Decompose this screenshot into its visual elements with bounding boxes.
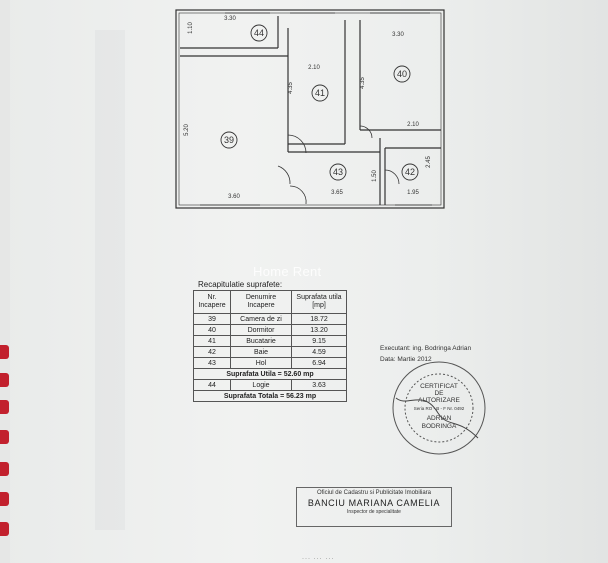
cell-name: Hol	[230, 357, 292, 369]
dim-label: 3.60	[228, 194, 240, 200]
totala-total: Suprafata Totala = 56.23 mp	[193, 390, 347, 402]
cell-nr: 40	[193, 324, 231, 336]
office-line: Inspector de specialitate	[347, 509, 401, 515]
stamp-text: ADRIAN	[427, 415, 452, 422]
binder-mark	[0, 373, 9, 387]
room-label-42: 42	[405, 167, 415, 177]
room-label-43: 43	[333, 167, 343, 177]
cell-name: Dormitor	[230, 324, 292, 336]
dim-label: 3.30	[224, 16, 236, 22]
cell-name: Logie	[230, 379, 292, 391]
table-row: 39 Camera de zi 18.72	[193, 313, 347, 325]
binder-mark	[0, 522, 9, 536]
table-row: 41 Bucatarie 9.15	[193, 335, 347, 347]
dim-label: 1.50	[372, 170, 378, 182]
cell-area: 4.59	[291, 346, 347, 358]
executant-block: Executant: ing. Bodringa Adrian Data: Ma…	[380, 343, 471, 365]
cell-nr: 41	[193, 335, 231, 347]
table-total-row: Suprafata Utila = 52.60 mp	[193, 368, 347, 380]
binder-mark	[0, 430, 9, 444]
table-title: Recapitulatie suprafete:	[198, 280, 283, 289]
outer-wall	[175, 9, 445, 209]
header-denumire: Denumire Incapere	[230, 290, 292, 314]
cell-area: 13.20	[291, 324, 347, 336]
stamp-text: AUTORIZARE	[418, 397, 460, 404]
cell-nr: 44	[193, 379, 231, 391]
cell-nr: 42	[193, 346, 231, 358]
table-row: 40 Dormitor 13.20	[193, 324, 347, 336]
utila-total: Suprafata Utila = 52.60 mp	[193, 368, 347, 380]
signature	[395, 397, 479, 439]
header-nr: Nr. Incapere	[193, 290, 231, 314]
dim-label: 2.10	[407, 122, 419, 128]
binder-mark	[0, 492, 9, 506]
cell-area: 6.94	[291, 357, 347, 369]
header-suprafata: Suprafata utila [mp]	[291, 290, 347, 314]
cell-nr: 39	[193, 313, 231, 325]
cell-area: 18.72	[291, 313, 347, 325]
room-label-41: 41	[315, 88, 325, 98]
paper-edge	[0, 0, 10, 563]
stamp-text: BODRINGA	[422, 423, 457, 430]
stamp-text: DE	[434, 390, 444, 397]
bleed-through-shadow	[95, 30, 125, 530]
dim-label: 5.20	[184, 124, 190, 136]
office-stamp: Oficiul de Cadastru si Publicitate Imobi…	[296, 487, 452, 527]
watermark: Home Rent	[253, 264, 322, 279]
floor-plan: 44 41 40 39 43 42 3.30 1.10 2.10 4.35 3.…	[175, 9, 445, 209]
stamp-text: CERTIFICAT	[420, 383, 458, 390]
cell-name: Baie	[230, 346, 292, 358]
authorization-stamp: CERTIFICAT DE AUTORIZARE Seria RO - B - …	[392, 361, 486, 455]
bottom-edge-text: ··· ··· ···	[302, 556, 335, 562]
binder-mark	[0, 462, 9, 476]
executant-name: Executant: ing. Bodringa Adrian	[380, 345, 472, 352]
binder-mark	[0, 345, 9, 359]
cell-area: 9.15	[291, 335, 347, 347]
cell-name: Camera de zi	[230, 313, 292, 325]
table-row: 43 Hol 6.94	[193, 357, 347, 369]
dim-label: 3.30	[392, 32, 404, 38]
cell-area: 3.63	[291, 379, 347, 391]
room-label-40: 40	[397, 69, 407, 79]
binder-mark	[0, 400, 9, 414]
dim-label: 4.35	[288, 82, 294, 94]
room-label-39: 39	[224, 135, 234, 145]
dim-label: 2.45	[426, 156, 432, 168]
stamp-text: Seria RO - B - F Nr. 0492	[414, 406, 465, 411]
area-summary-table: Nr. Incapere Denumire Incapere Suprafata…	[193, 290, 347, 402]
office-line: Oficiul de Cadastru si Publicitate Imobi…	[316, 490, 432, 496]
cell-nr: 43	[193, 357, 231, 369]
dim-label: 3.65	[331, 190, 343, 196]
executant-date: Data: Martie 2012	[380, 356, 432, 363]
table-row: 44 Logie 3.63	[193, 379, 347, 391]
cell-name: Bucatarie	[230, 335, 292, 347]
table-total-row: Suprafata Totala = 56.23 mp	[193, 390, 347, 402]
dim-label: 1.95	[407, 190, 419, 196]
table-row: 42 Baie 4.59	[193, 346, 347, 358]
office-name: BANCIU MARIANA CAMELIA	[307, 498, 441, 508]
table-header-row: Nr. Incapere Denumire Incapere Suprafata…	[193, 290, 347, 314]
dim-label: 4.35	[360, 77, 366, 89]
room-label-44: 44	[254, 28, 264, 38]
dim-label: 2.10	[308, 65, 320, 71]
dim-label: 1.10	[188, 22, 194, 34]
